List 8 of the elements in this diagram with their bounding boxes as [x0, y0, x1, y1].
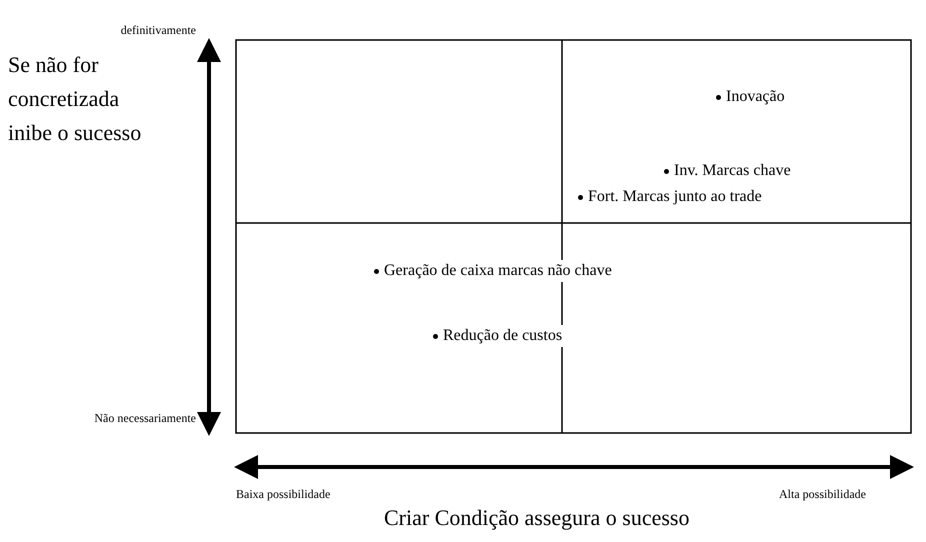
point-label: Geração de caixa marcas não chave	[384, 260, 614, 282]
axis-end-label: definitivamente	[120, 22, 196, 38]
point-label: Redução de custos	[443, 325, 564, 347]
axis-title: Se não for concretizada inibe o sucesso	[8, 51, 142, 147]
axis-end-label: Baixa possibilidade	[236, 486, 330, 502]
axis-end-label: Alta possibilidade	[779, 486, 866, 502]
axis-title: Criar Condição assegura o sucesso	[384, 504, 690, 532]
axis-end-label: Não necessariamente	[94, 410, 196, 426]
